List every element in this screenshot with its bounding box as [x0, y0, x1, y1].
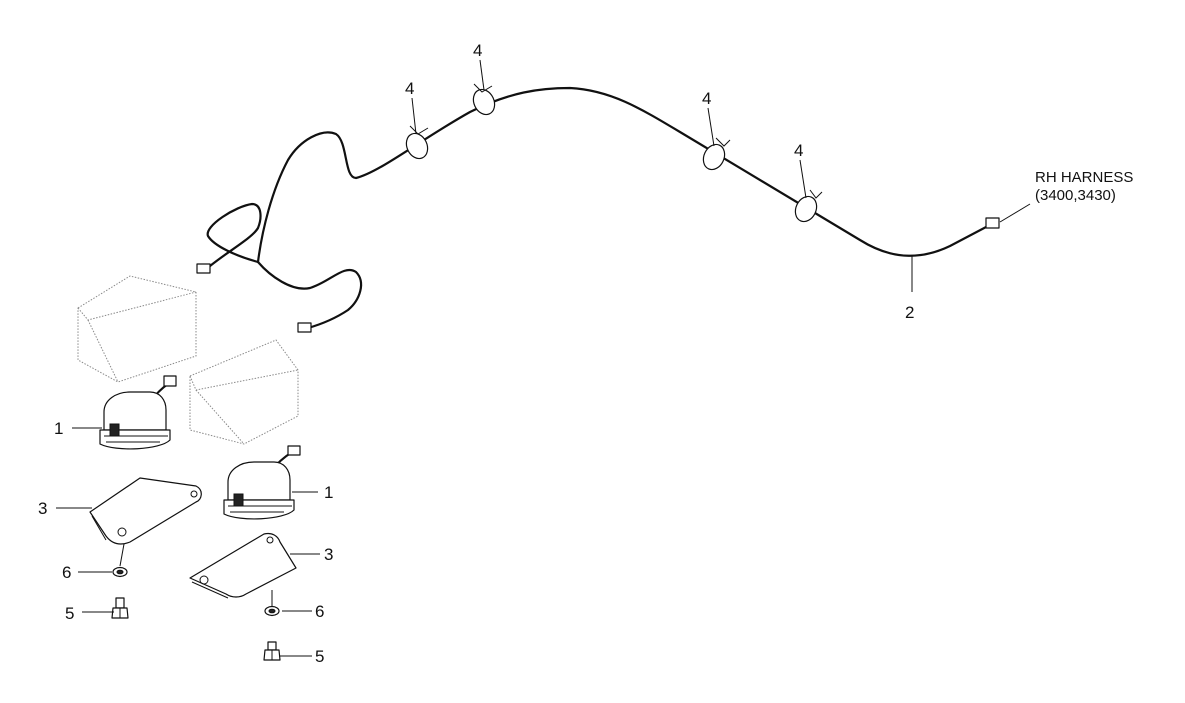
bolt-left [111, 597, 129, 619]
harness-note-title: RH HARNESS [1035, 169, 1133, 186]
bracket-right [189, 532, 297, 599]
washer-right [264, 605, 280, 617]
clamp [472, 83, 496, 116]
lamp-lens-left [77, 275, 197, 383]
clamp [405, 125, 429, 160]
connector-left-upper [196, 263, 211, 274]
lamp-body-left [99, 375, 177, 450]
harness-lower-branch [256, 260, 363, 330]
callout-clamp-3: 4 [702, 89, 711, 108]
washer-left [112, 566, 128, 578]
callout-bolt-left: 5 [65, 604, 74, 623]
bracket-left [89, 477, 202, 545]
callout-washer-right: 6 [315, 602, 324, 621]
lamp-lens-right [189, 339, 299, 445]
callout-clamp-2: 4 [473, 41, 482, 60]
harness-note-models: (3400,3430) [1035, 187, 1116, 204]
callout-lamp-right: 1 [324, 483, 333, 502]
bolt-right [263, 641, 281, 661]
wire-harness [196, 86, 1000, 333]
callout-harness: 2 [905, 303, 914, 322]
connector-left-lower [297, 322, 312, 333]
callout-bracket-left: 3 [38, 499, 47, 518]
lamp-body-right [223, 445, 301, 520]
harness-loop [206, 202, 262, 268]
clamp [794, 189, 823, 223]
callout-washer-left: 6 [62, 563, 71, 582]
callout-clamp-1: 4 [405, 79, 414, 98]
callout-bolt-right: 5 [315, 647, 324, 666]
leader-lines [56, 59, 1031, 657]
connector-right [985, 217, 1000, 229]
harness-main-run [256, 86, 990, 264]
callout-clamp-4: 4 [794, 141, 803, 160]
callout-lamp-left: 1 [54, 419, 63, 438]
clamp [702, 137, 731, 171]
callout-bracket-right: 3 [324, 545, 333, 564]
